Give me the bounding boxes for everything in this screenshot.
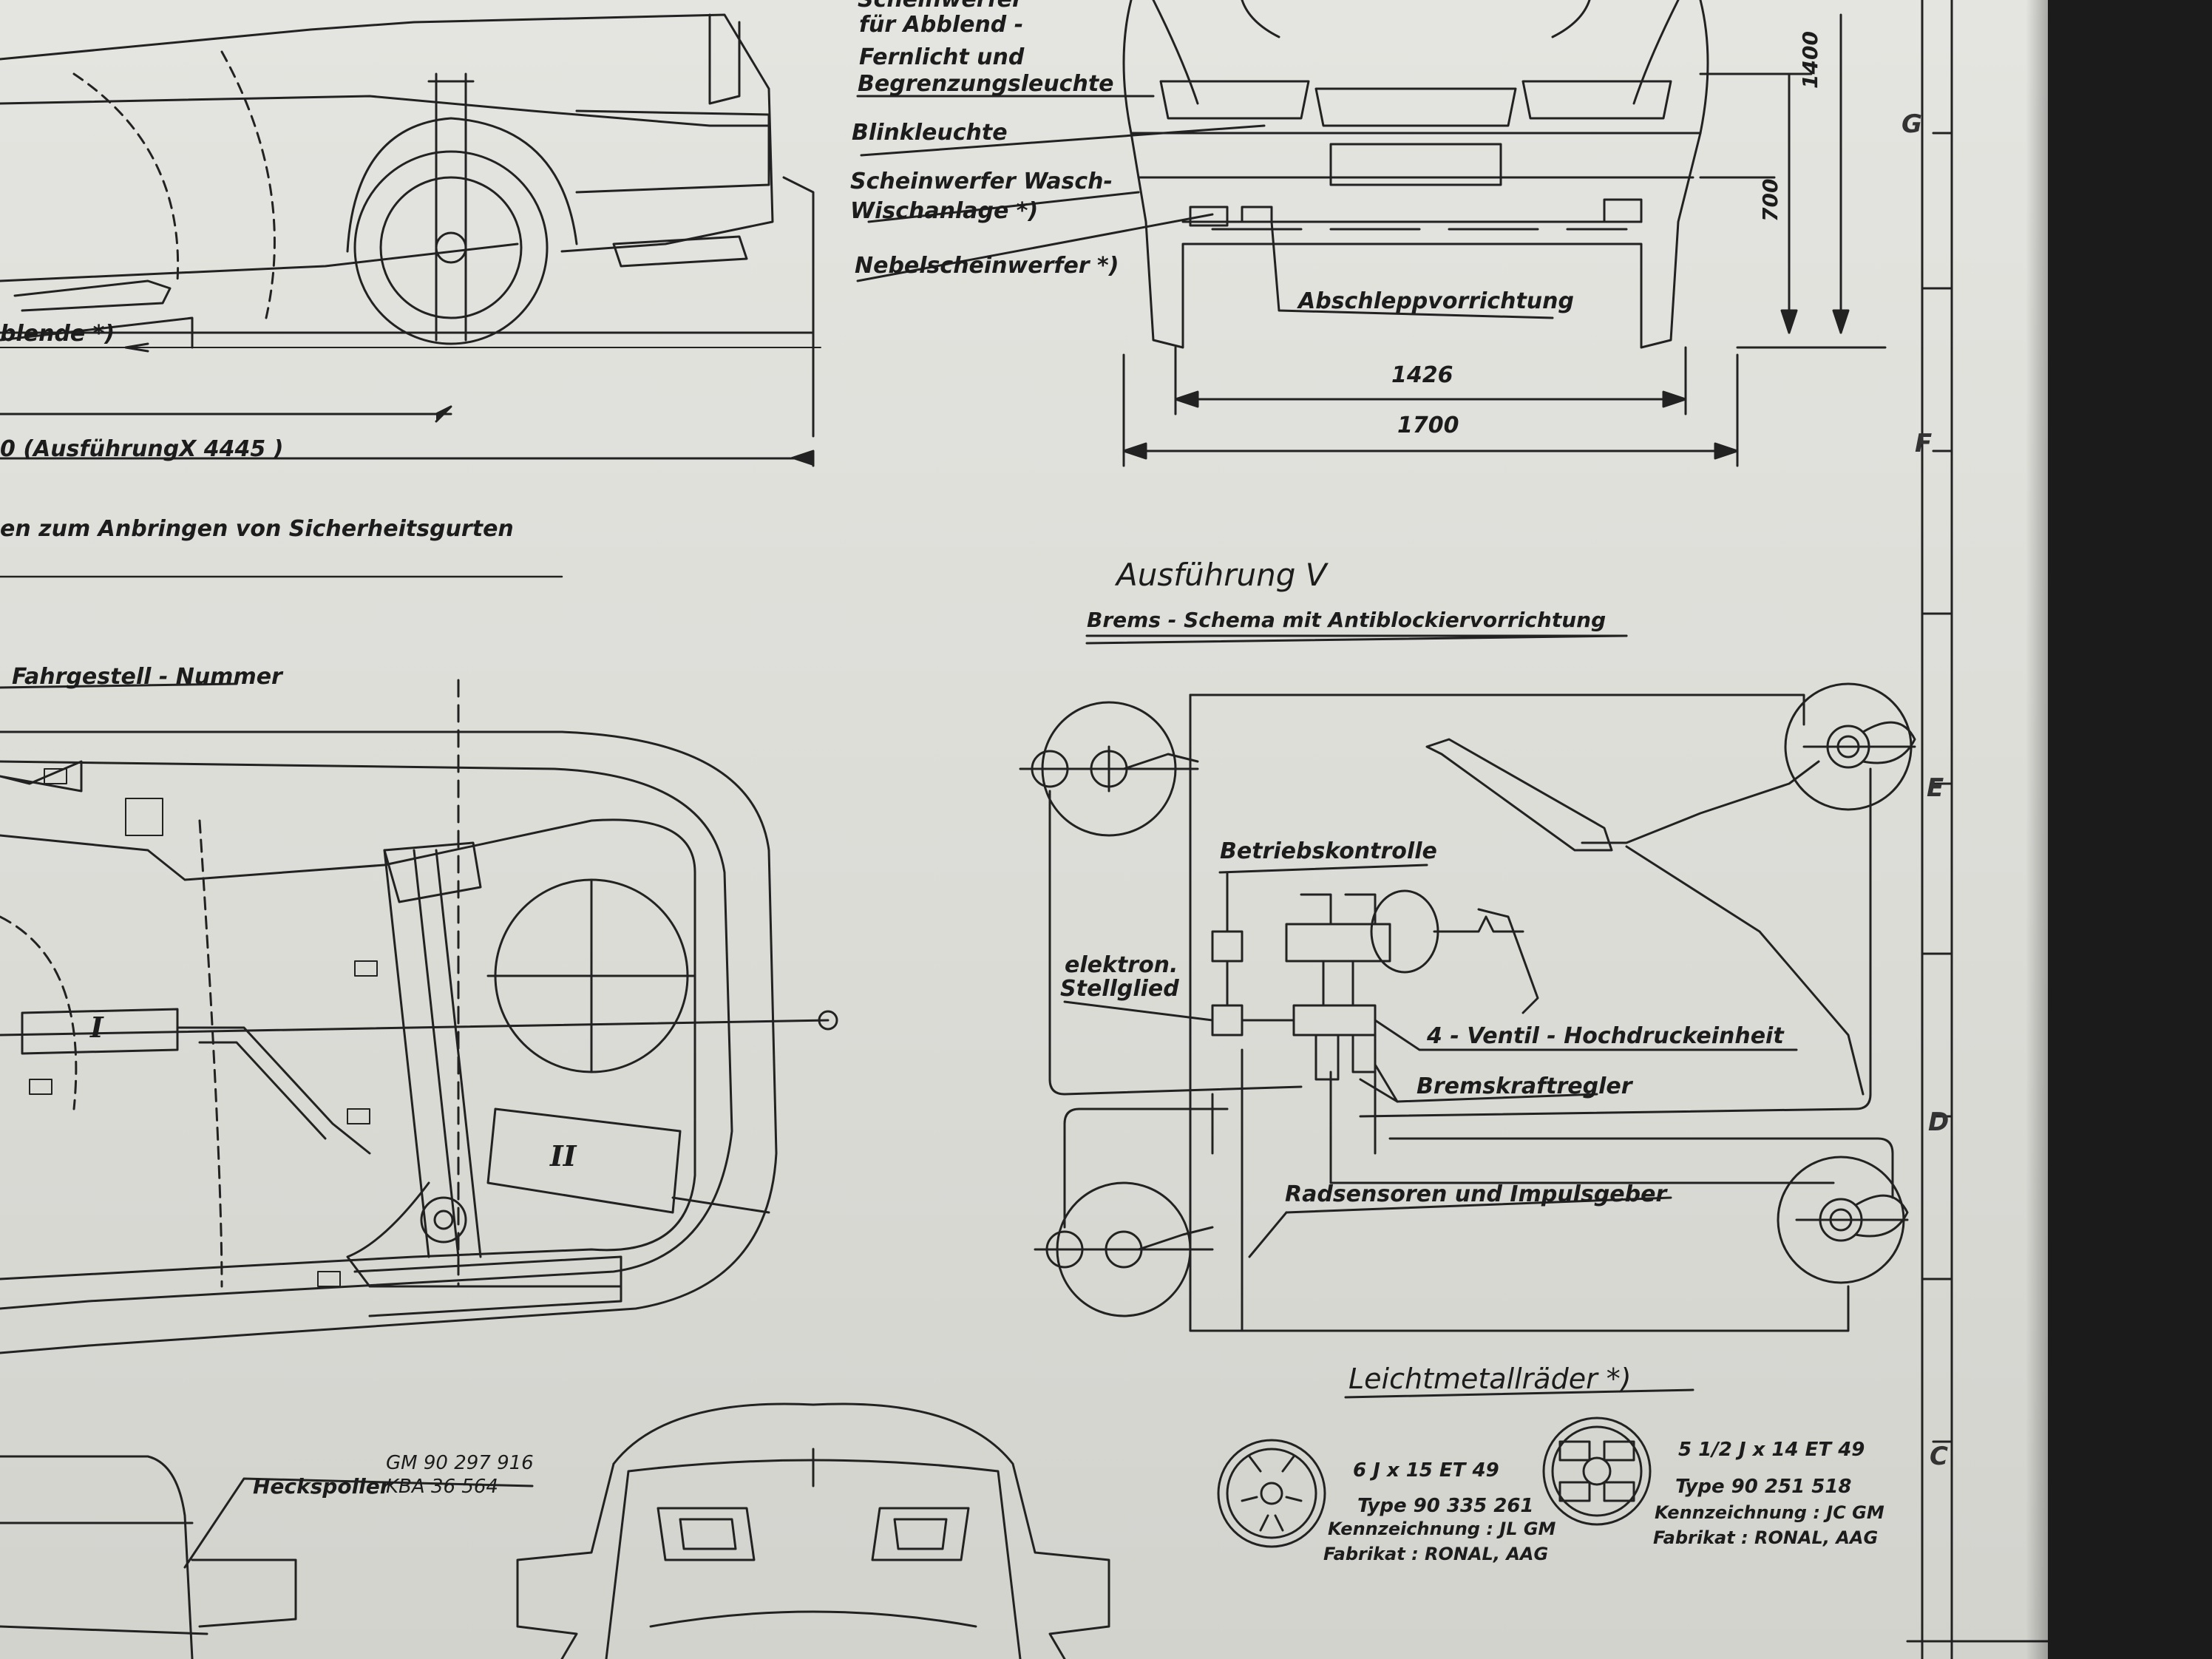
ruler-letter-e: E bbox=[1927, 773, 1944, 803]
label-wasch-line2: Wischanlage *) bbox=[850, 198, 1039, 224]
wheel1-size: 6 J x 15 ET 49 bbox=[1353, 1459, 1499, 1482]
ruler-letter-g: G bbox=[1901, 109, 1922, 139]
brake-schematic bbox=[1019, 634, 1916, 1332]
wheel1-kennzeichnung: Kennzeichnung : JL GM bbox=[1328, 1519, 1556, 1539]
label-elektron-line2: Stellglied bbox=[1060, 976, 1179, 1002]
paper-edge-shadow bbox=[2026, 0, 2048, 1659]
wheel1-type: Type 90 335 261 bbox=[1357, 1495, 1534, 1517]
label-fahrgestell-nummer: Fahrgestell - Nummer bbox=[12, 664, 282, 690]
technical-drawing bbox=[0, 0, 2048, 1659]
label-betriebskontrolle: Betriebskontrolle bbox=[1220, 838, 1437, 864]
label-scheinwerfer-line2: für Abblend - bbox=[859, 12, 1024, 38]
alloy-wheels bbox=[1217, 1388, 1694, 1548]
label-scheinwerfer-line1: Scheinwerfer bbox=[858, 0, 1023, 12]
brake-subtitle: Brems - Schema mit Antiblockiervorrichtu… bbox=[1087, 608, 1607, 632]
dimension-1426: 1426 bbox=[1391, 362, 1453, 388]
wheels-title: Leichtmetallräder *) bbox=[1348, 1363, 1632, 1395]
label-ausfuehrung-x: 0 (AusführungX 4445 ) bbox=[0, 436, 284, 462]
wheel2-type: Type 90 251 518 bbox=[1675, 1476, 1852, 1498]
brake-title: Ausführung V bbox=[1116, 557, 1327, 593]
label-nebelscheinwerfer: Nebelscheinwerfer *) bbox=[855, 253, 1119, 279]
label-blende: blende *) bbox=[0, 321, 115, 347]
heckspoiler-kba-number: KBA 36 564 bbox=[386, 1476, 498, 1498]
side-view-car bbox=[0, 13, 821, 578]
dimension-1700: 1700 bbox=[1397, 413, 1459, 438]
label-muffler-2: II bbox=[550, 1139, 577, 1173]
label-bremskraftregler: Bremskraftregler bbox=[1417, 1073, 1632, 1099]
sheet-frame-ruler bbox=[1921, 0, 1953, 1659]
wheel2-kennzeichnung: Kennzeichnung : JC GM bbox=[1655, 1502, 1884, 1523]
label-scheinwerfer-line3: Fernlicht und bbox=[859, 44, 1025, 70]
heckspoiler-gm-number: GM 90 297 916 bbox=[386, 1452, 534, 1474]
label-abschleppvorrichtung: Abschleppvorrichtung bbox=[1298, 288, 1574, 314]
label-radsensoren: Radsensoren und Impulsgeber bbox=[1285, 1181, 1667, 1207]
ruler-letter-f: F bbox=[1915, 429, 1933, 458]
label-sicherheitsgurte: en zum Anbringen von Sicherheitsgurten bbox=[0, 516, 514, 542]
underbody-view bbox=[0, 679, 838, 1354]
wheel1-fabrikat: Fabrikat : RONAL, AAG bbox=[1323, 1544, 1549, 1564]
drawing-sheet: Scheinwerfer für Abblend - Fernlicht und… bbox=[0, 0, 2048, 1659]
dimension-700: 700 bbox=[1758, 178, 1782, 222]
label-blinkleuchte: Blinkleuchte bbox=[852, 120, 1008, 146]
ruler-letter-c: C bbox=[1930, 1442, 1948, 1471]
label-scheinwerfer-line4: Begrenzungsleuchte bbox=[858, 71, 1114, 97]
wheel2-size: 5 1/2 J x 14 ET 49 bbox=[1678, 1439, 1865, 1461]
ruler-letter-d: D bbox=[1928, 1107, 1950, 1137]
label-elektron-line1: elektron. bbox=[1065, 952, 1178, 978]
label-muffler-1: I bbox=[90, 1011, 104, 1044]
label-heckspoiler: Heckspoiler bbox=[253, 1474, 390, 1499]
label-wasch-line1: Scheinwerfer Wasch- bbox=[850, 169, 1113, 194]
label-ventil-hochdruckeinheit: 4 - Ventil - Hochdruckeinheit bbox=[1427, 1023, 1784, 1049]
dimension-1400: 1400 bbox=[1798, 31, 1822, 89]
rear-view-car bbox=[0, 1402, 2048, 1659]
wheel2-fabrikat: Fabrikat : RONAL, AAG bbox=[1653, 1527, 1879, 1548]
front-view-car bbox=[856, 0, 1887, 467]
